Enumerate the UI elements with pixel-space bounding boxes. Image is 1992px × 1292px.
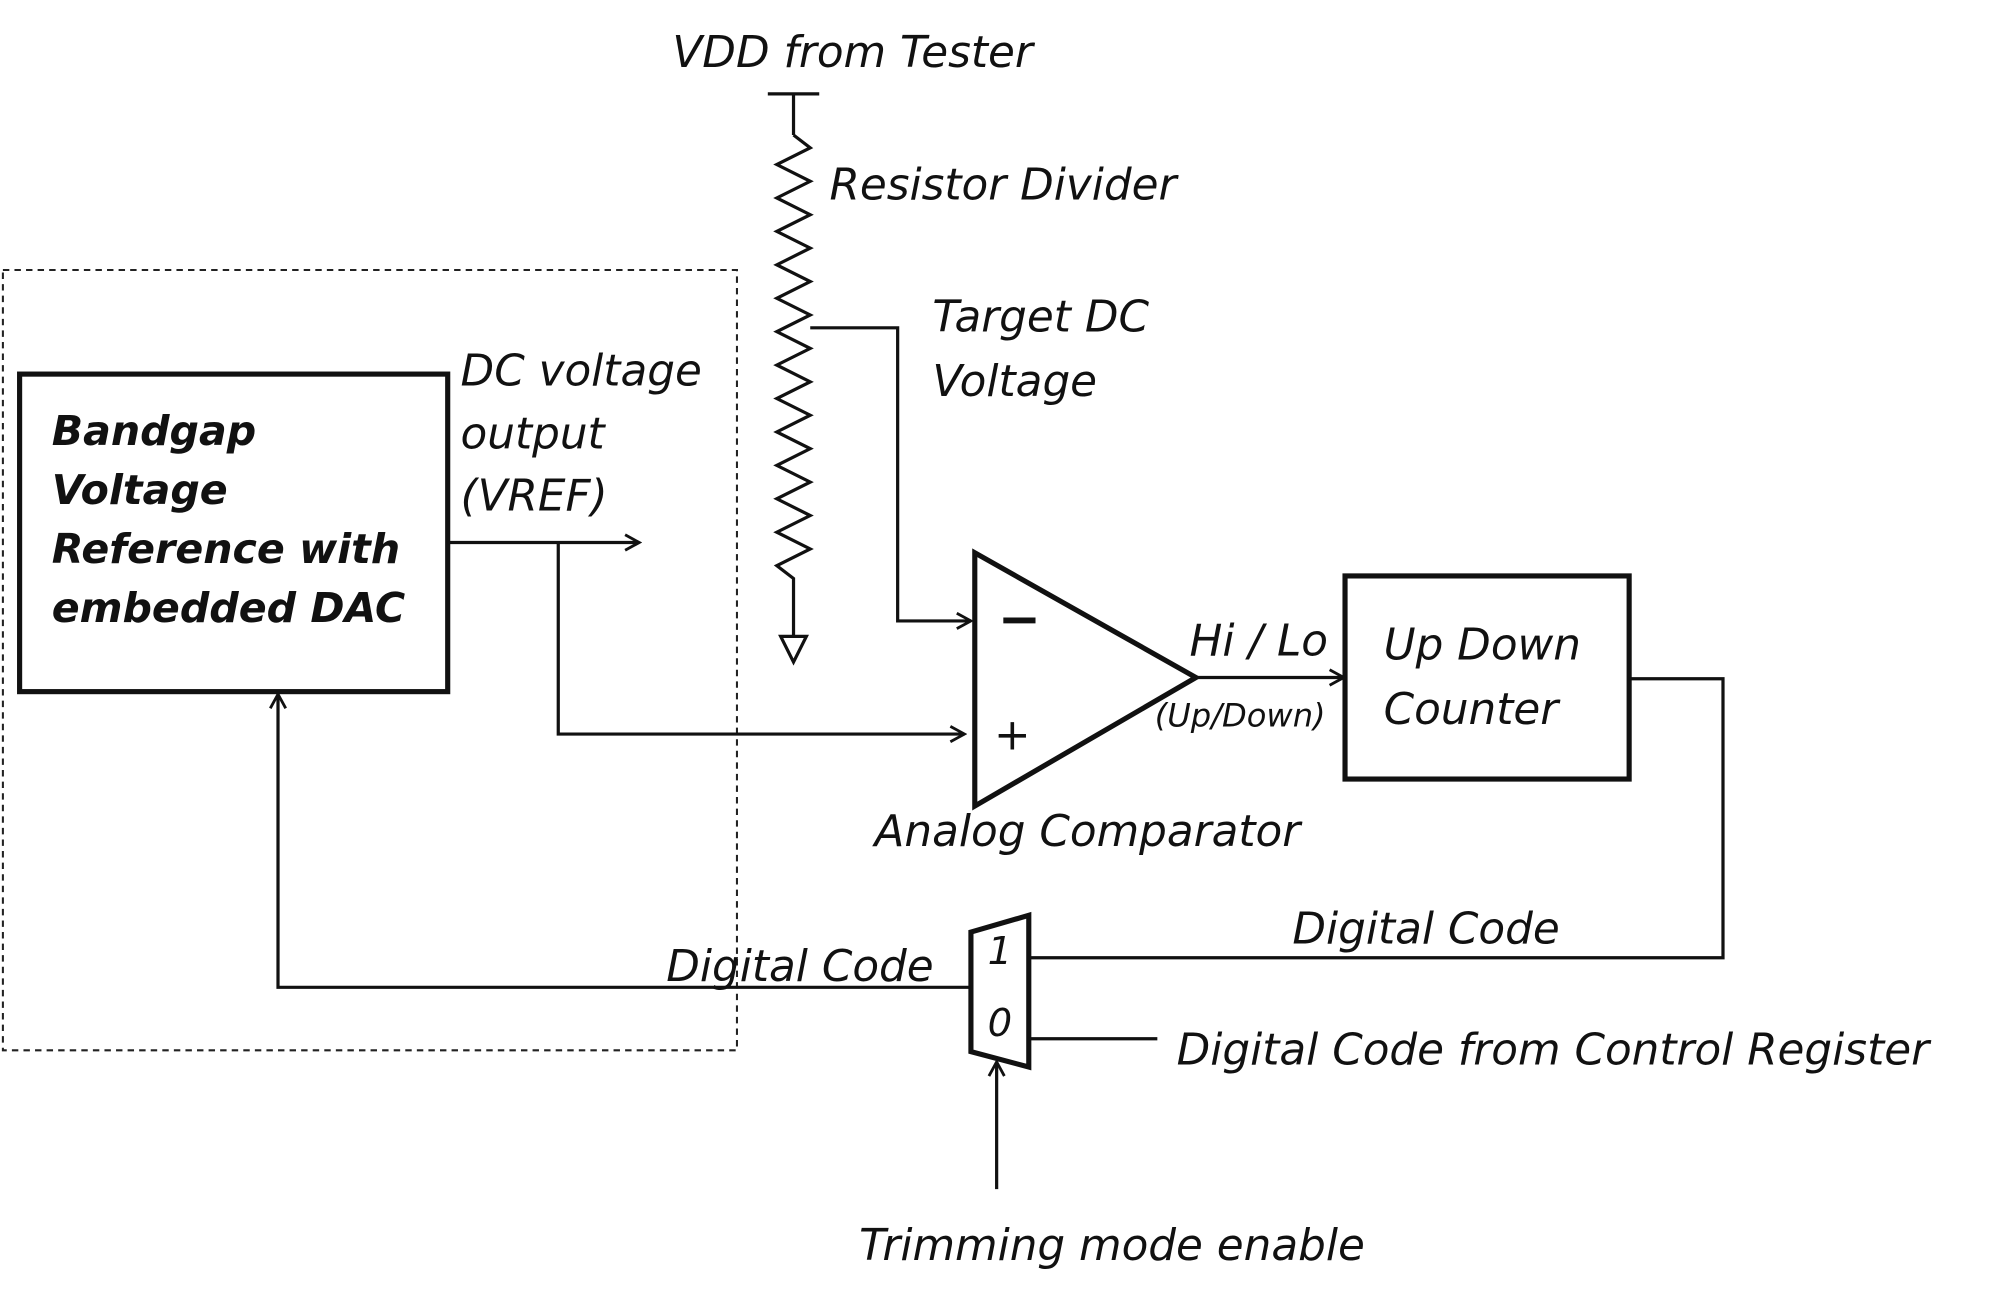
comparator-label: Analog Comparator	[872, 806, 1304, 857]
trimming-mode-label: Trimming mode enable	[859, 1220, 1365, 1271]
mux-to-bandgap-wire	[278, 694, 971, 989]
vref-to-comparator-wire	[556, 542, 964, 735]
comparator-symbol	[972, 548, 1202, 811]
up-down-sublabel: (Up/Down)	[1155, 696, 1326, 734]
resistor-label: Resistor Divider	[830, 159, 1180, 210]
hi-lo-label: Hi / Lo	[1189, 616, 1328, 667]
up-down-counter-block	[1342, 573, 1632, 782]
target-voltage-label: Target DC Voltage	[932, 292, 1163, 407]
counter-label: Up Down Counter	[1384, 619, 1595, 734]
bandgap-block	[17, 371, 451, 695]
control-register-label: Digital Code from Control Register	[1177, 1024, 1932, 1075]
dashed-boundary	[1, 268, 738, 1052]
comparator-minus: −	[998, 589, 1041, 649]
target-voltage-wire	[810, 326, 971, 621]
digital-code-counter-label: Digital Code	[1292, 904, 1559, 955]
comparator-plus: +	[994, 709, 1031, 760]
mux-symbol	[968, 911, 1032, 1071]
digital-code-out-label: Digital Code	[666, 941, 933, 992]
vdd-label: VDD from Tester	[672, 27, 1036, 78]
ground-icon	[778, 634, 809, 666]
resistor-divider	[773, 133, 814, 637]
mux-input-0: 0	[988, 1001, 1013, 1046]
mux-input-1: 1	[988, 929, 1013, 974]
bandgap-label: Bandgap Voltage Reference with embedded …	[52, 407, 415, 632]
counter-to-mux-wire	[1028, 677, 1725, 960]
vdd-terminal	[767, 92, 820, 135]
dc-output-label: DC voltage output (VREF)	[461, 346, 716, 522]
